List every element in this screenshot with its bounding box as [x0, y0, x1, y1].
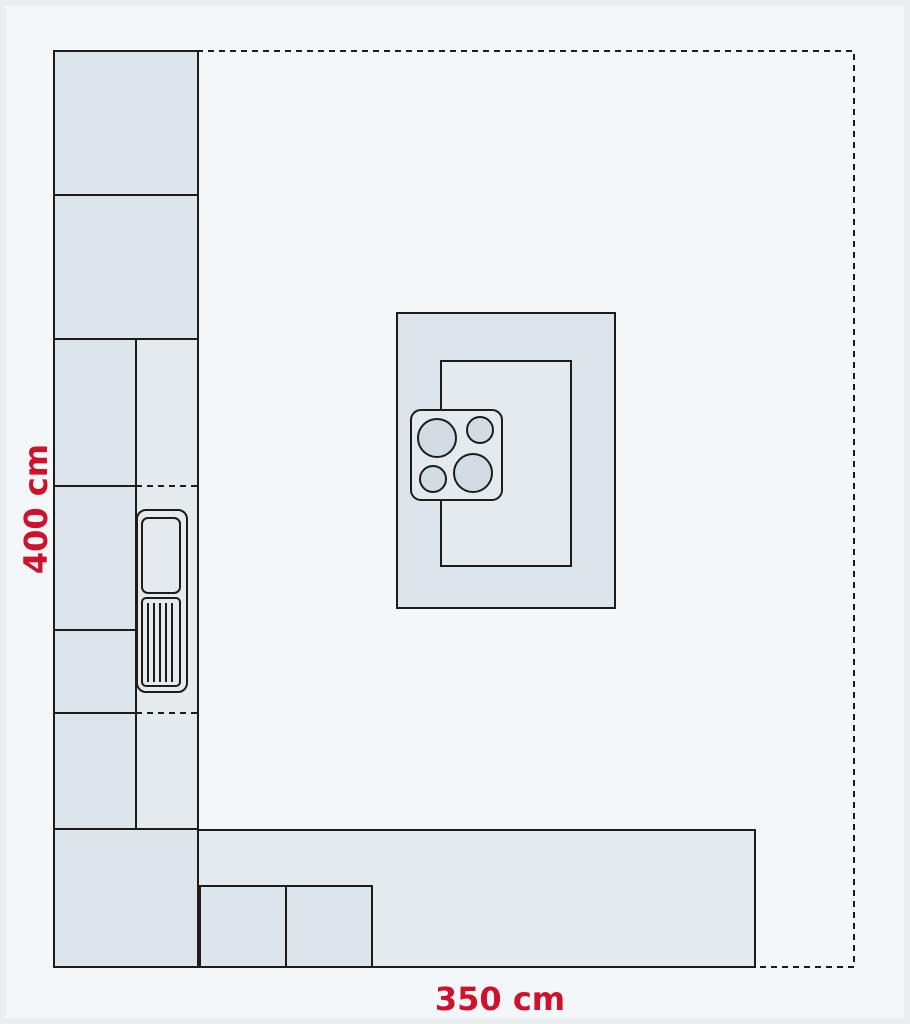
base-cabinet-6 — [285, 885, 373, 968]
tall-cabinet-top — [53, 50, 199, 196]
height-dimension-label: 400 cm — [17, 444, 55, 574]
burner-small-left — [419, 465, 447, 493]
corner-cabinet — [53, 828, 199, 968]
base-cabinet-5 — [199, 885, 287, 968]
base-cabinet-2 — [53, 485, 137, 631]
tall-cabinets — [53, 50, 199, 340]
burner-large-right — [453, 453, 493, 493]
double-sink-icon — [136, 509, 188, 693]
bottom-wall-cabinets — [199, 885, 373, 968]
width-dimension-label: 350 cm — [435, 980, 565, 1018]
burner-small-right — [466, 416, 494, 444]
base-cabinet-4 — [53, 712, 137, 830]
tall-cabinet-bottom — [53, 194, 199, 340]
four-burner-cooktop-icon — [410, 409, 503, 501]
base-cabinet-3 — [53, 629, 137, 714]
base-cabinet-1 — [53, 338, 137, 487]
burner-large-left — [417, 418, 457, 458]
